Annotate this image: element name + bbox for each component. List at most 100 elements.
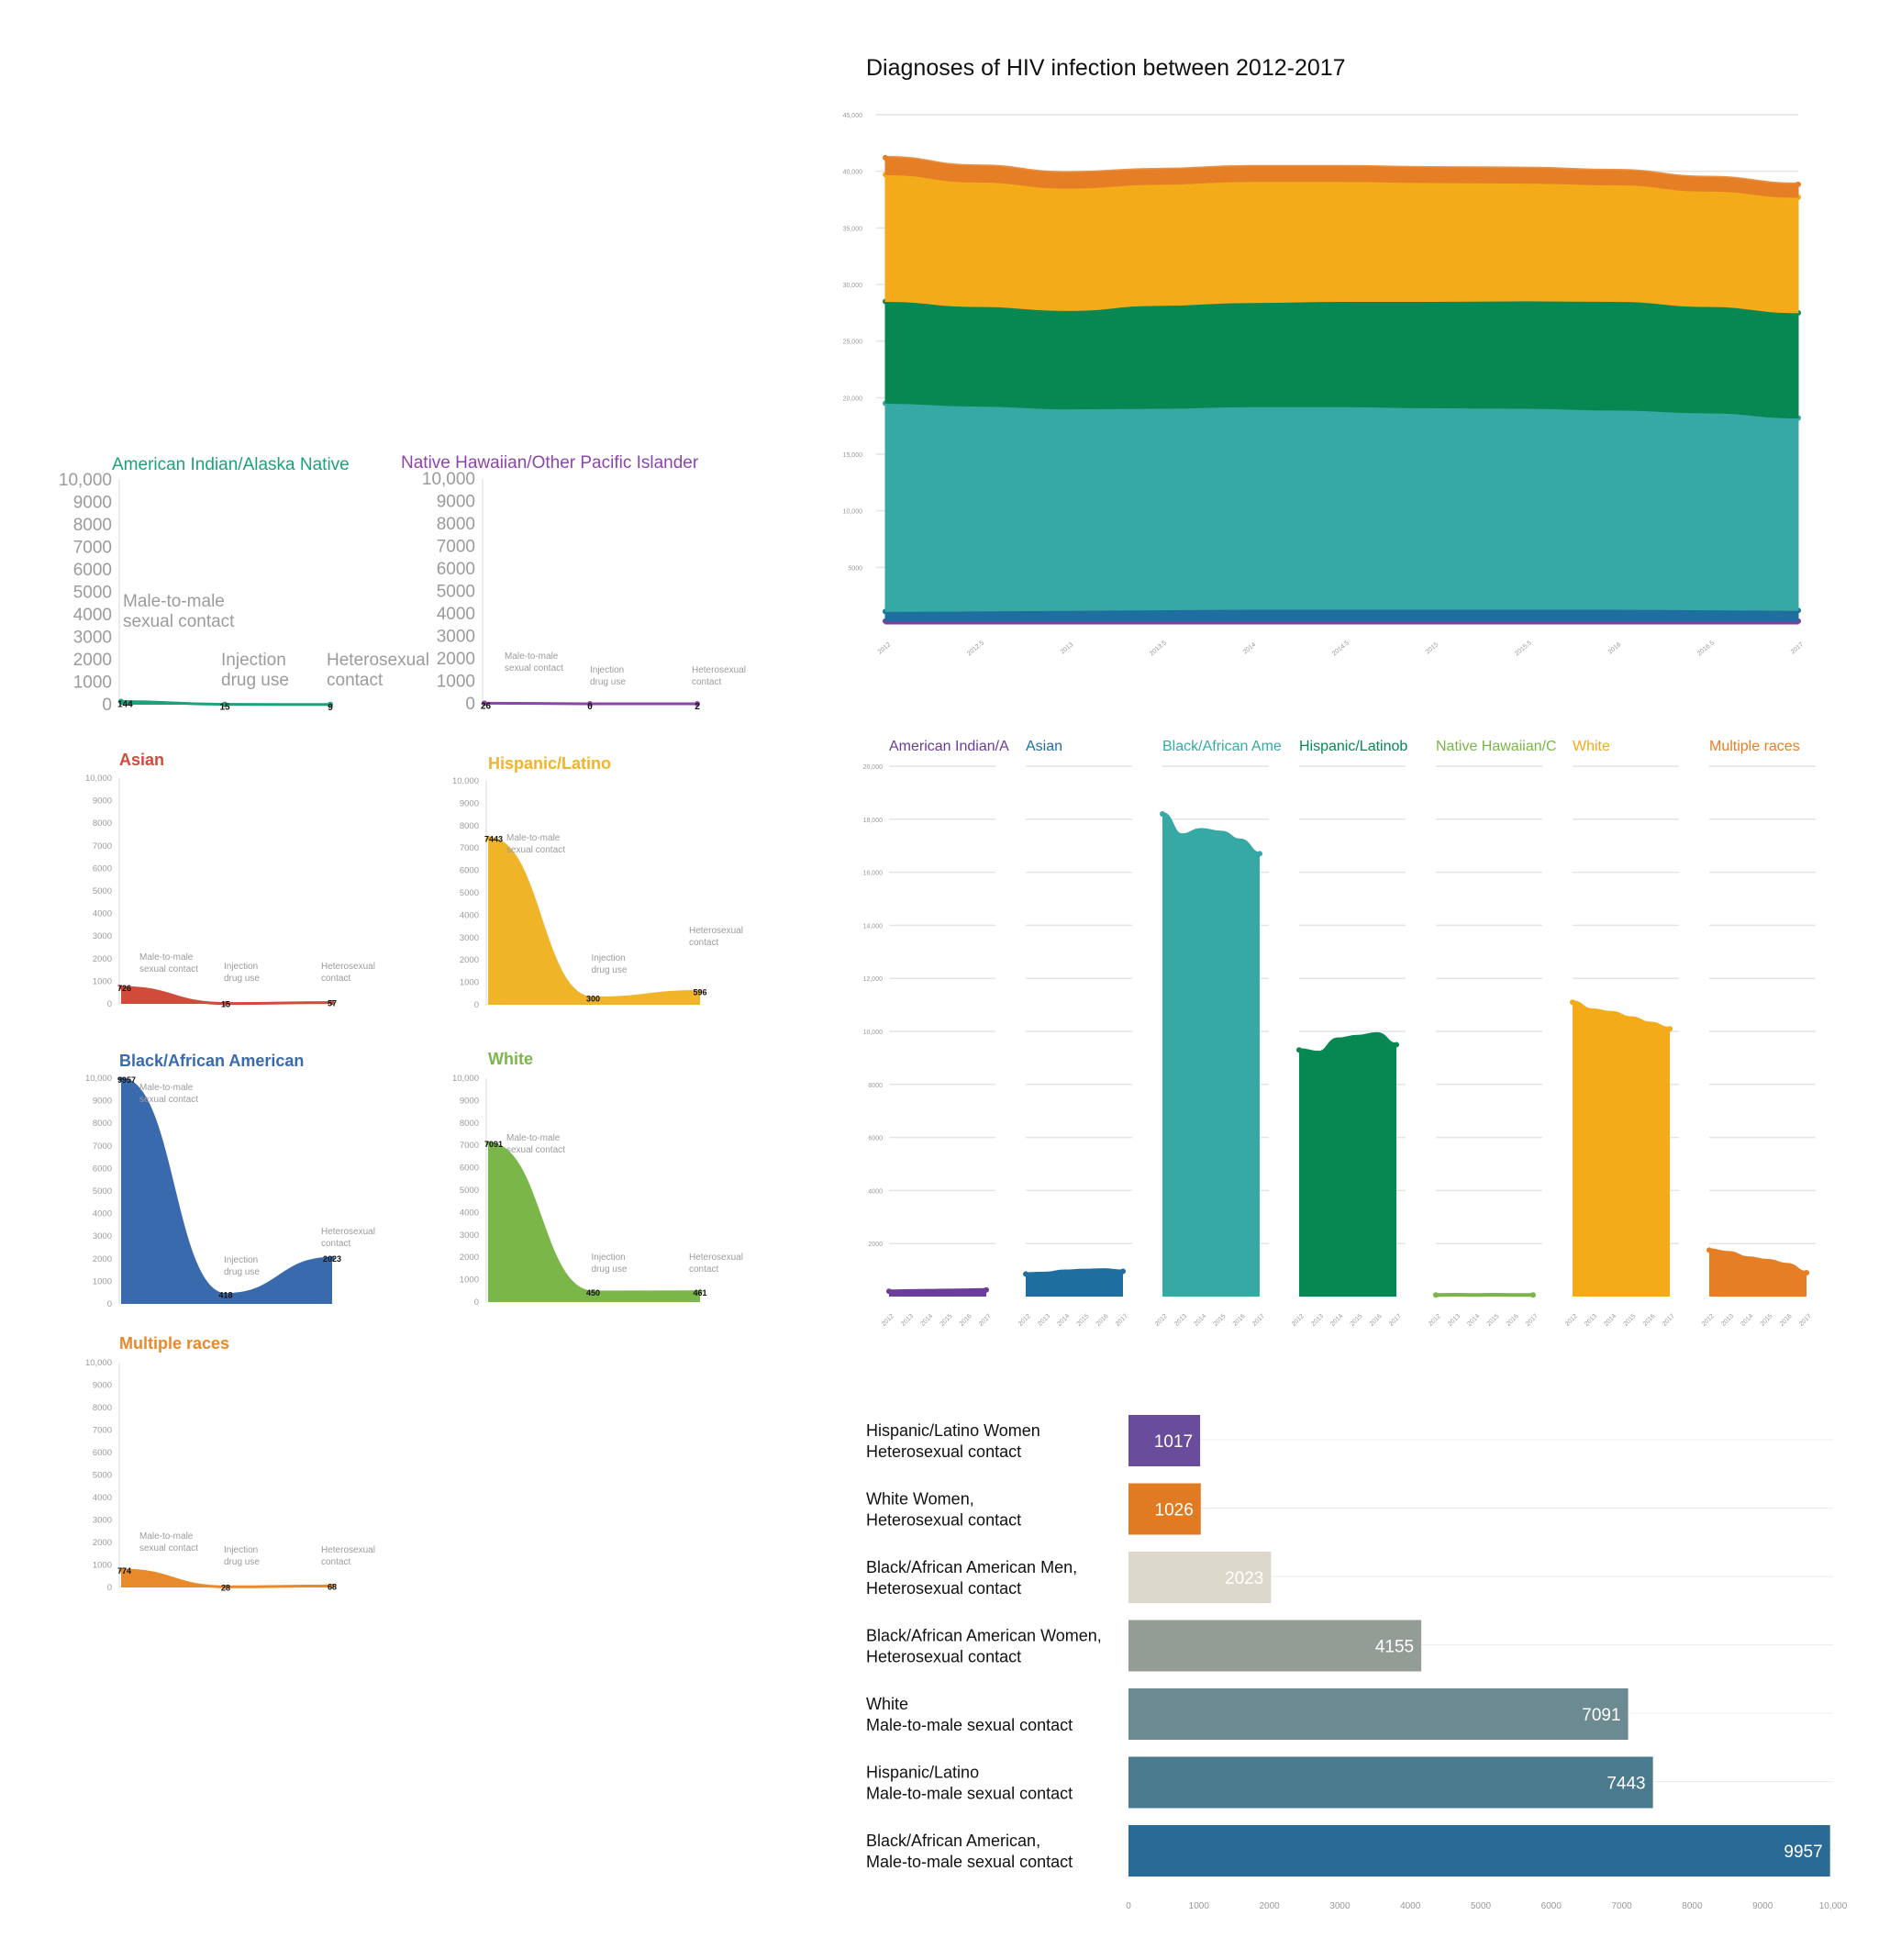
y-tick-label: 9000: [93, 1097, 112, 1107]
y-tick-label: 9000: [93, 796, 112, 807]
x-tick-label: 2016: [1095, 1313, 1110, 1328]
panel-3: Hispanic/Latino0100020003000400050006000…: [452, 754, 743, 1010]
y-tick-label: 6000: [437, 560, 475, 579]
stacked-line-5: [884, 155, 1799, 186]
category-label: sexual contact: [506, 1145, 565, 1155]
y-tick-label: 6000: [460, 1164, 479, 1174]
panel-4: Black/African American010002000300040005…: [85, 1052, 375, 1309]
y-tick-label: 12,000: [863, 976, 884, 983]
bar-category-label-line2: Male-to-male sexual contact: [866, 1716, 1073, 1734]
y-tick-label: 20,000: [863, 764, 884, 771]
bar-category-label-line1: Black/African American Women,: [866, 1627, 1102, 1645]
area-fill: [488, 1142, 700, 1302]
y-tick-label: 6000: [460, 866, 479, 876]
bar-category-label-line2: Male-to-male sexual contact: [866, 1853, 1073, 1871]
x-tick-label: 2015: [1425, 641, 1440, 655]
x-tick-label: 2015: [1760, 1313, 1774, 1328]
x-tick-label: 2014.5: [1331, 640, 1351, 657]
category-label: sexual contact: [123, 612, 235, 631]
panel-title: Hispanic/Latino: [488, 754, 611, 773]
data-point: [697, 988, 703, 994]
area-fill: [121, 1079, 332, 1304]
bar-category-label-line1: Black/African American,: [866, 1832, 1040, 1850]
x-tick-label: 2016: [1506, 1313, 1520, 1328]
small-multiples: American Indian/Alaska Native01000200030…: [59, 453, 746, 1593]
x-tick-label: 2016: [1232, 1313, 1247, 1328]
race-start-point: [1433, 1292, 1439, 1298]
bar: [1128, 1688, 1629, 1740]
y-tick-label: 10,000: [85, 1358, 112, 1368]
bar: [1128, 1756, 1653, 1809]
y-tick-label: 3000: [93, 931, 112, 941]
y-tick-label: 2000: [93, 1538, 112, 1548]
race-start-point: [886, 1288, 892, 1295]
x-tick-label: 2015: [1350, 1313, 1364, 1328]
value-label: 418: [218, 1291, 232, 1300]
y-tick-label: 10,000: [452, 776, 479, 786]
panel-2: Asian01000200030004000500060007000800090…: [85, 751, 375, 1009]
x-tick-label: 2015: [1213, 1313, 1228, 1328]
bar-category-label-line1: Hispanic/Latino: [866, 1764, 979, 1782]
y-tick-label: 3000: [73, 629, 112, 648]
data-point: [329, 1583, 335, 1588]
y-tick-label: 9000: [93, 1381, 112, 1391]
stacked-area-chart: 500010,00015,00020,00025,00030,00035,000…: [843, 113, 1806, 657]
x-tick-label: 2012: [881, 1313, 895, 1328]
x-tick-label: 2017: [1798, 1313, 1813, 1328]
y-tick-label: 6000: [93, 863, 112, 874]
category-label: contact: [692, 677, 721, 687]
y-tick-label: 45,000: [843, 113, 863, 119]
x-tick-label: 2016.5: [1696, 640, 1716, 657]
x-tick-label: 2014: [1603, 1313, 1618, 1328]
y-tick-label: 3000: [437, 628, 475, 647]
x-tick-label: 2013.5: [1149, 640, 1168, 657]
x-tick-label: 3000: [1329, 1901, 1351, 1911]
race-end-point: [984, 1286, 989, 1293]
x-tick-label: 7000: [1611, 1901, 1632, 1911]
category-label: Injection: [592, 953, 626, 963]
y-tick-label: 5000: [93, 886, 112, 896]
value-label: 461: [693, 1288, 706, 1297]
data-point: [587, 701, 593, 707]
y-tick-label: 8000: [460, 821, 479, 831]
y-tick-label: 2000: [460, 1253, 479, 1263]
y-tick-label: 8000: [868, 1083, 883, 1089]
y-tick-label: 4000: [460, 1208, 479, 1218]
category-label: drug use: [221, 671, 289, 690]
y-tick-label: 5000: [93, 1471, 112, 1481]
y-tick-label: 9000: [437, 493, 475, 512]
data-point: [118, 985, 124, 990]
y-tick-label: 8000: [93, 1403, 112, 1413]
stacked-area-2: [884, 402, 1799, 612]
category-label: contact: [689, 1264, 718, 1275]
x-tick-label: 0: [1126, 1901, 1131, 1911]
stacked-area-4: [884, 173, 1799, 314]
category-label: Heterosexual: [689, 1253, 743, 1263]
category-label: Injection: [224, 1255, 258, 1265]
value-label: 57: [328, 999, 337, 1008]
value-label: 68: [328, 1582, 337, 1591]
bar-category-label-line2: Heterosexual contact: [866, 1442, 1021, 1461]
y-tick-label: 3000: [460, 933, 479, 943]
race-start-point: [1160, 811, 1165, 818]
y-tick-label: 40,000: [843, 170, 863, 176]
y-tick-label: 9000: [460, 1096, 479, 1106]
x-tick-label: 2012: [1154, 1313, 1169, 1328]
category-label: Male-to-male: [123, 592, 225, 611]
x-tick-label: 2014: [1242, 641, 1258, 655]
category-label: contact: [321, 1557, 350, 1567]
y-tick-label: 7000: [460, 843, 479, 853]
x-tick-label: 5000: [1471, 1901, 1492, 1911]
x-tick-label: 2014: [1466, 1313, 1481, 1328]
x-tick-label: 2016: [1607, 641, 1623, 655]
race-area: [1026, 1270, 1123, 1297]
x-tick-label: 2017: [1251, 1313, 1266, 1328]
area-line: [487, 836, 701, 1000]
category-label: sexual contact: [139, 1095, 198, 1105]
race-area-chart: 200040006000800010,00012,00014,00016,000…: [863, 739, 1816, 1328]
data-point: [329, 1000, 335, 1006]
